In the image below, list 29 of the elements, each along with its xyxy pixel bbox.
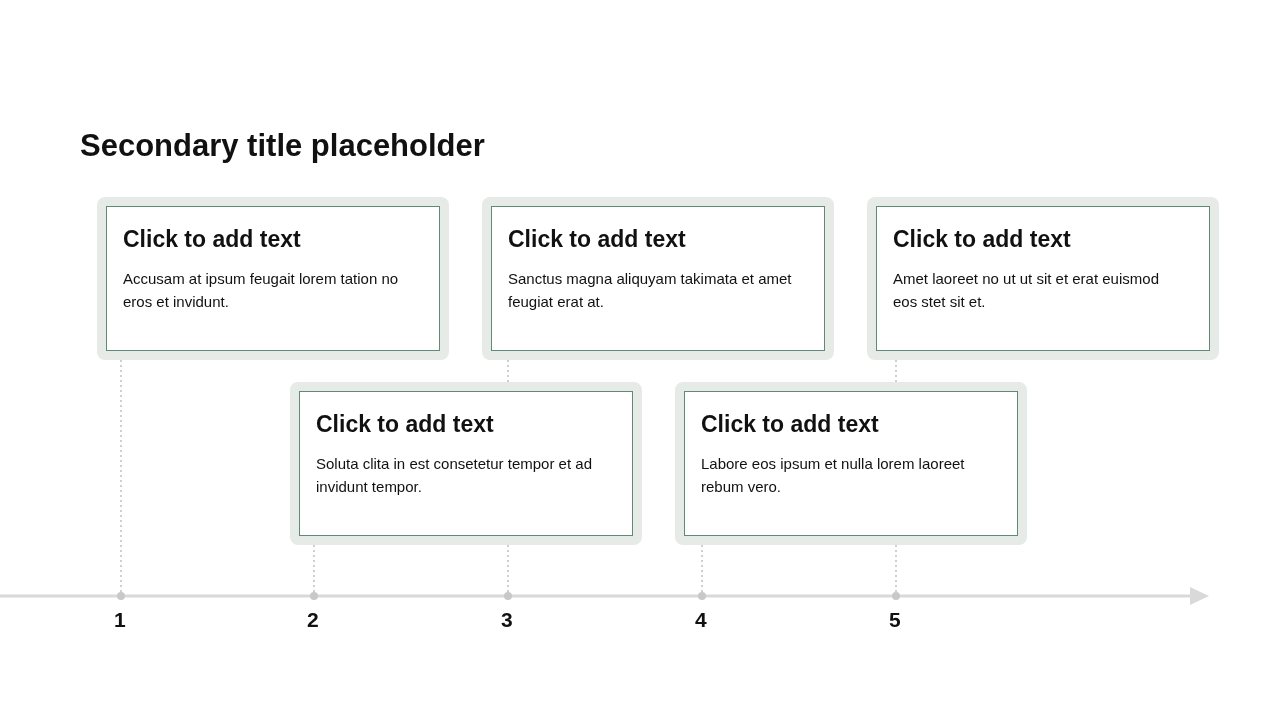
timeline-dot [698,592,706,600]
timeline-dot [892,592,900,600]
card-heading: Click to add text [123,226,302,253]
card-text: Labore eos ipsum et nulla lorem laoreet rebum vero. [701,454,966,497]
text-card [97,197,449,360]
timeline-dot [117,592,125,600]
leader-line [701,544,703,593]
timeline-dot [504,592,512,600]
card-heading: Click to add text [893,226,1072,253]
step-number: 3 [501,608,513,632]
text-card [482,197,834,360]
leader-line [313,544,315,593]
card-text: Amet laoreet no ut ut sit et erat euismod eos stet sit et. [893,269,1160,312]
card-heading: Click to add text [701,411,880,438]
card-text: Accusam at ipsum feugait lorem tation no eros et invidunt. [123,269,400,312]
text-card [675,382,1027,545]
card-heading: Click to add text [316,411,495,438]
step-number: 4 [695,608,707,632]
title: Secondary title placeholder [80,128,485,164]
timeline-dot [310,592,318,600]
step-number: 2 [307,608,319,632]
card-text: Sanctus magna aliquyam takimata et amet feugiat erat at. [508,269,793,312]
step-number: 1 [114,608,126,632]
text-card [290,382,642,545]
text-card [867,197,1219,360]
leader-line [120,359,122,593]
card-text: Soluta clita in est consetetur tempor et ad invidunt tempor. [316,454,593,497]
step-number: 5 [889,608,901,632]
card-heading: Click to add text [508,226,687,253]
